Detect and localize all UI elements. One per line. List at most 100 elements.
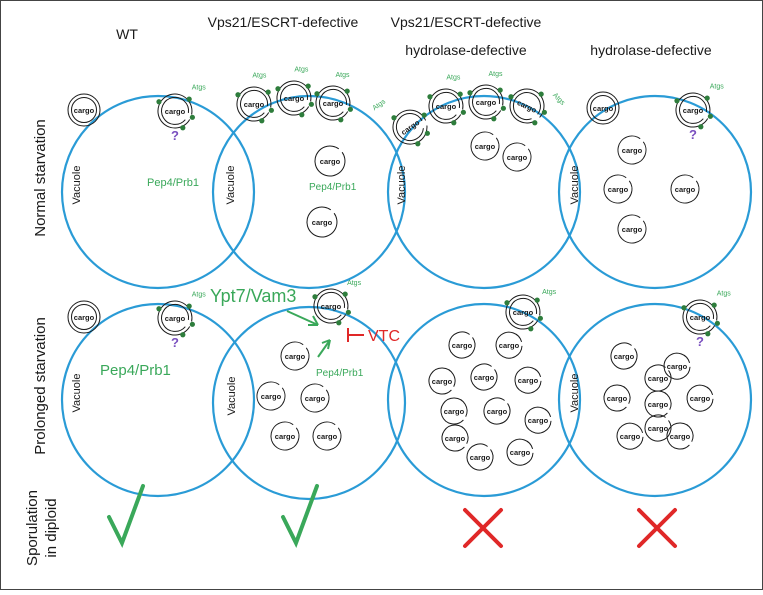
cargo-label: cargo (284, 94, 305, 103)
autophagic-body-membrane (495, 331, 523, 359)
autophagosome-outer-membrane (67, 300, 101, 334)
cargo-label: cargo (474, 373, 495, 382)
atg-protein-dot (538, 91, 544, 97)
cargo-label: cargo (475, 142, 496, 151)
autophagic-body-membrane (300, 383, 330, 413)
atg-protein-dot (312, 294, 318, 300)
atgs-label: Atgs (551, 92, 566, 107)
atg-protein-dot (186, 96, 192, 102)
atg-protein-dot (504, 300, 510, 306)
hydrolase-label: Pep4/Prb1 (100, 362, 171, 379)
atg-protein-dot (541, 109, 547, 115)
phagophore-inner-membrane (509, 297, 538, 326)
row-label-prolonged-starvation: Prolonged starvation (32, 317, 49, 455)
autophagic-body-membrane (470, 131, 500, 161)
cargo-label: cargo (285, 352, 306, 361)
cargo-label: cargo (593, 104, 614, 113)
cargo-label: cargo (244, 100, 265, 109)
atgs-label: Atgs (446, 74, 461, 81)
atg-protein-dot (451, 120, 457, 126)
vacuole-membrane (211, 94, 407, 290)
phagophore-inner-membrane (686, 302, 715, 331)
vacuole-membrane (386, 94, 582, 290)
cargo-label: cargo (305, 394, 326, 403)
phagophore-inner-membrane (395, 112, 424, 141)
autophagic-body-membrane (644, 364, 672, 392)
vacuole-label: Vacuole (225, 166, 237, 205)
phagophore-outer-membrane (392, 109, 428, 145)
atg-protein-dot (707, 113, 713, 119)
atg-protein-dot (534, 297, 540, 303)
atgs-label: Atgs (294, 66, 309, 73)
autophagic-body-membrane (603, 174, 633, 204)
cargo-label: cargo (399, 118, 421, 137)
atgs-label: Atgs (252, 72, 267, 79)
hydrolase-label: Pep4/Prb1 (309, 182, 357, 193)
atg-protein-dot (528, 326, 534, 332)
hydrolase-arrowhead (321, 339, 331, 350)
atg-protein-dot (156, 306, 162, 312)
autophagic-body-membrane (428, 367, 456, 395)
cargo-label: cargo (476, 98, 497, 107)
column-title-hydrolase-defective: hydrolase-defective (590, 42, 712, 58)
atg-protein-dot (235, 92, 241, 98)
autophagosome-inner-membrane (71, 97, 97, 123)
cargo-label: cargo (608, 185, 629, 194)
autophagosome-inner-membrane (71, 304, 97, 330)
column-title-vps21-escrt-hydrolase: Vps21/ESCRT-defective (391, 14, 542, 30)
phagophore-inner-membrane (679, 95, 708, 124)
vacuole-membrane (557, 302, 753, 498)
phagophore-outer-membrane (509, 88, 545, 124)
sporulation-cross-icon (463, 508, 503, 548)
atg-protein-dot (345, 309, 351, 315)
sporulation-cross-icon (637, 508, 677, 548)
autophagic-body-membrane (524, 406, 552, 434)
cargo-label: cargo (74, 106, 95, 115)
atg-protein-dot (186, 303, 192, 309)
atg-protein-dot (299, 112, 305, 118)
phagophore-inner-membrane (472, 87, 501, 116)
atgs-label: Atgs (347, 280, 362, 287)
atg-protein-dot (344, 88, 350, 94)
atg-protein-dot (391, 115, 397, 121)
column-title-wt: WT (116, 26, 138, 42)
phagophore-inner-membrane (317, 291, 346, 320)
cargo-label: cargo (320, 157, 341, 166)
column-subtitle-hydrolase: hydrolase-defective (405, 42, 527, 58)
cargo-label: cargo (528, 416, 549, 425)
atg-protein-dot (532, 120, 538, 126)
row-label-sporulation-line2: in diploid (43, 498, 60, 557)
column-title-vps21-escrt: Vps21/ESCRT-defective (208, 14, 359, 30)
atg-protein-dot (342, 291, 348, 297)
atg-protein-dot (424, 130, 430, 136)
atgs-label: Atgs (192, 84, 207, 91)
cargo-label: cargo (165, 107, 186, 116)
atgs-label: Atgs (371, 98, 387, 112)
atgs-label: Atgs (488, 71, 503, 78)
vacuole-membrane (557, 94, 753, 290)
autophagic-body-membrane (312, 421, 342, 451)
atg-protein-dot (508, 94, 514, 100)
atg-protein-dot (457, 91, 463, 97)
autophagosome-inner-membrane (590, 95, 616, 121)
atgs-label: Atgs (710, 83, 725, 90)
phagophore-inner-membrane (280, 83, 309, 112)
atg-protein-dot (314, 91, 320, 97)
hydrolase-arrow (317, 339, 331, 358)
cargo-label: cargo (614, 352, 635, 361)
atg-protein-dot (427, 94, 433, 100)
atg-protein-dot (705, 331, 711, 337)
phagophore-inner-membrane (161, 303, 190, 332)
atg-protein-dot (189, 114, 195, 120)
cargo-label: cargo (510, 448, 531, 457)
autophagosome-outer-membrane (67, 93, 101, 127)
cargo-label: cargo (648, 374, 669, 383)
ypt7-arrowhead (308, 315, 319, 326)
autophagic-body-membrane (470, 363, 498, 391)
autophagic-body-membrane (256, 381, 286, 411)
cargo-label: cargo (317, 432, 338, 441)
question-mark: ? (696, 334, 704, 349)
ypt7-arrow (286, 310, 319, 326)
hydrolase-label: Pep4/Prb1 (316, 368, 364, 379)
